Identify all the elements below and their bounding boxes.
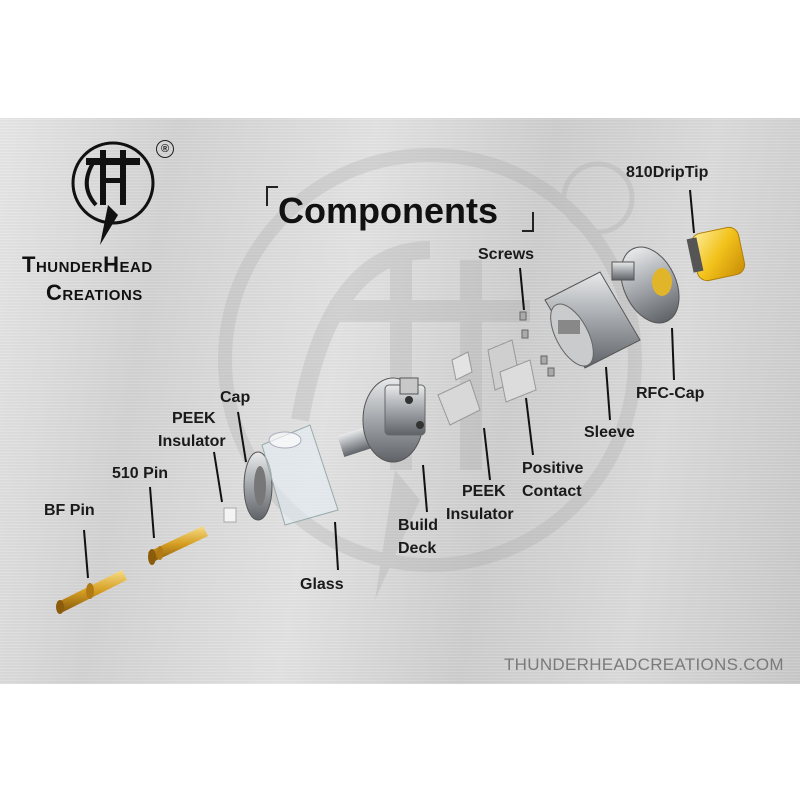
screws-part [519, 311, 555, 377]
label-positive-contact-line1: Positive [522, 460, 584, 477]
label-peek-insulator-left-line1: PEEK [172, 410, 216, 427]
glass-part [261, 424, 339, 526]
label-drip-tip: 810DripTip [626, 164, 709, 181]
label-rfc-cap: RFC-Cap [636, 385, 705, 402]
label-glass: Glass [300, 576, 344, 593]
510-pin-part [148, 526, 208, 565]
label-bf-pin: BF Pin [44, 502, 95, 519]
bf-pin-part [56, 570, 127, 614]
rfc-cap-part [611, 246, 680, 324]
brand-name-line1: ThunderHead [22, 252, 153, 277]
sleeve-part [544, 271, 641, 369]
brand-name-line2: Creations [46, 280, 143, 305]
website-url: THUNDERHEADCREATIONS.COM [504, 655, 784, 674]
peek-insulator-mid-part [437, 351, 481, 426]
label-cap: Cap [220, 389, 251, 406]
label-peek-insulator-mid-line2: Insulator [446, 506, 514, 523]
thunderhead-logo [71, 141, 155, 245]
leader-lines [83, 189, 695, 579]
peek-insulator-left-part [223, 507, 237, 523]
title-bracket-right [522, 212, 534, 232]
label-sleeve: Sleeve [584, 424, 635, 441]
label-peek-insulator-mid-line1: PEEK [462, 483, 506, 500]
build-deck-part [337, 377, 426, 463]
drip-tip-part [686, 226, 746, 282]
label-build-deck-line1: Build [398, 517, 438, 534]
label-build-deck-line2: Deck [398, 540, 437, 557]
page-title: Components [278, 190, 498, 231]
label-positive-contact-line2: Contact [522, 483, 582, 500]
label-510-pin: 510 Pin [112, 465, 169, 482]
label-peek-insulator-left-line2: Insulator [158, 433, 226, 450]
cap-part [243, 451, 273, 521]
positive-contact-part [487, 339, 537, 403]
label-screws: Screws [478, 246, 535, 263]
title-bracket-left [266, 186, 278, 206]
registered-mark: ® [156, 140, 174, 158]
